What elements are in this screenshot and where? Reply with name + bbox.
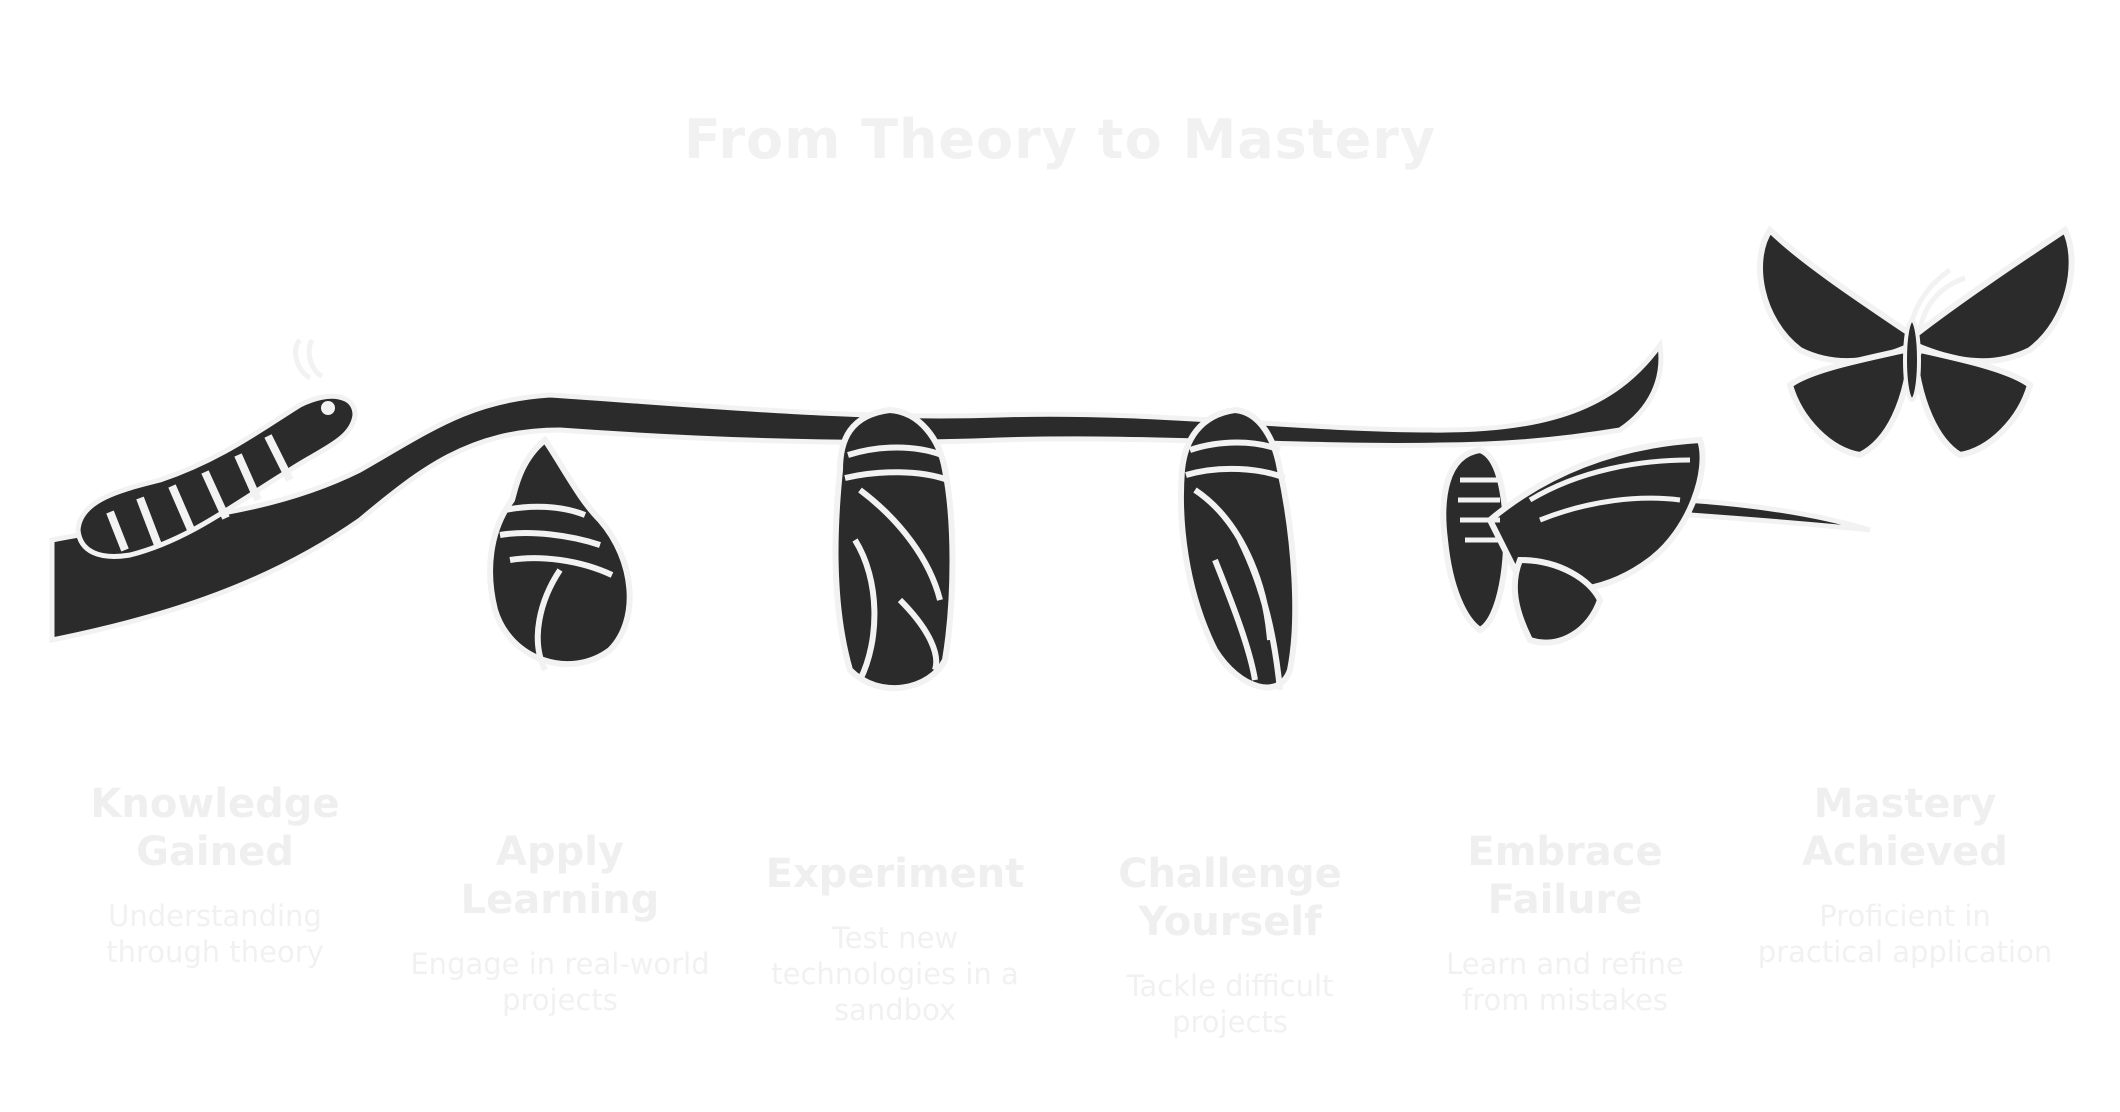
stage-mastery-achieved: Mastery Achieved Proficient in practical…: [1755, 780, 2055, 970]
pupa-1-icon: [487, 435, 633, 672]
stage-description: Test new technologies in a sandbox: [771, 921, 1019, 1027]
stage-description: Engage in real-world projects: [410, 947, 710, 1017]
page-title: From Theory to Mastery: [683, 108, 1437, 171]
butterfly-icon: [1757, 225, 2075, 459]
stage-description: Understanding through theory: [106, 899, 324, 969]
stage-apply-learning: Apply Learning Engage in real-world proj…: [410, 828, 710, 1018]
stage-heading: Embrace Failure: [1467, 829, 1663, 923]
stage-embrace-failure: Embrace Failure Learn and refine from mi…: [1415, 828, 1715, 1018]
caterpillar-icon: [75, 338, 358, 559]
stage-heading: Challenge Yourself: [1118, 851, 1342, 945]
stage-description: Learn and refine from mistakes: [1446, 947, 1684, 1017]
branch: [49, 338, 1664, 644]
stage-knowledge-gained: Knowledge Gained Understanding through t…: [65, 780, 365, 970]
stage-heading: Knowledge Gained: [90, 781, 340, 875]
stage-description: Proficient in practical application: [1757, 899, 2053, 969]
pupa-2-icon: [832, 406, 956, 692]
pupa-3-icon: [1177, 406, 1299, 691]
emerging-butterfly-icon: [1440, 436, 1871, 646]
stage-heading: Mastery Achieved: [1802, 781, 2008, 875]
stage-challenge-yourself: Challenge Yourself Tackle difficult proj…: [1080, 850, 1380, 1040]
stage-heading: Apply Learning: [460, 829, 660, 923]
stage-heading: Experiment: [765, 851, 1025, 897]
stage-experiment: Experiment Test new technologies in a sa…: [745, 850, 1045, 1028]
stage-description: Tackle difficult projects: [1126, 969, 1334, 1039]
